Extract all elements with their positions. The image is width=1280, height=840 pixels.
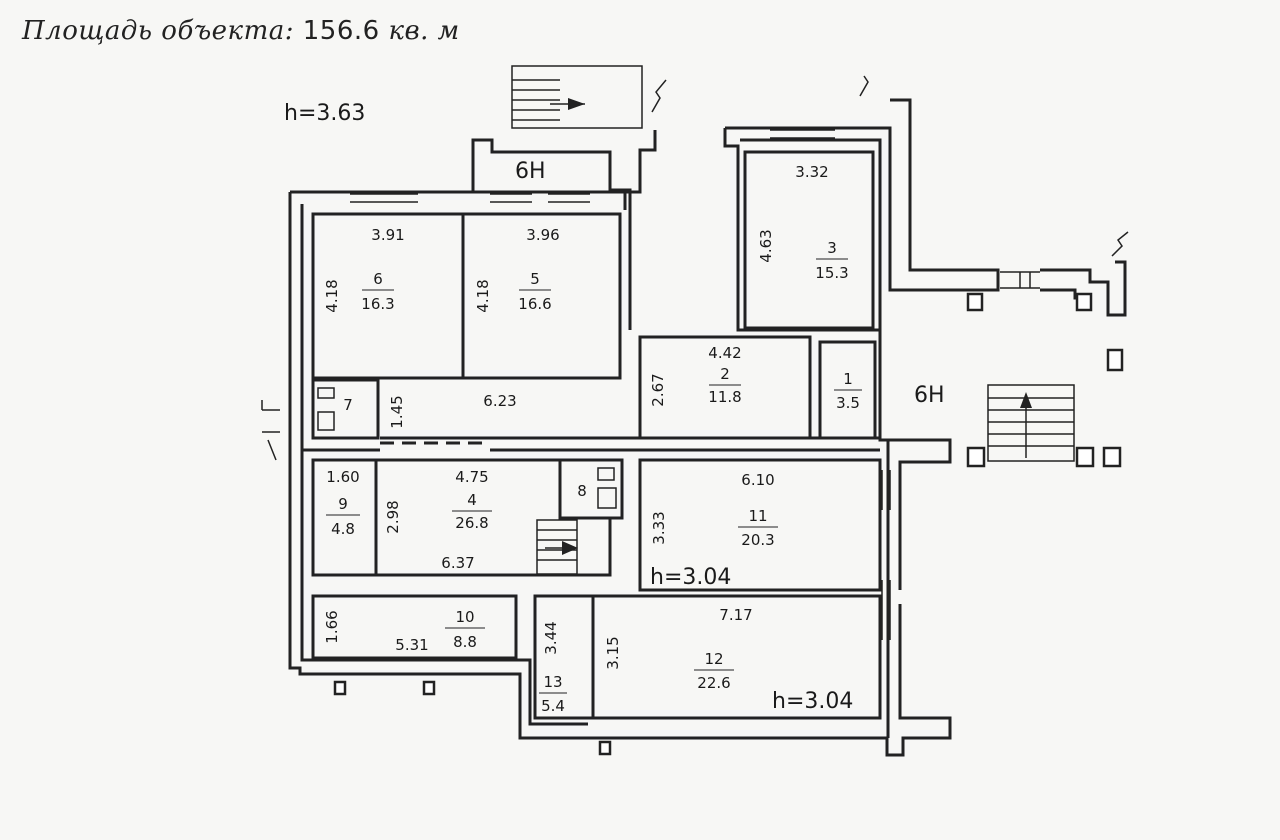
height-label-main: h=3.63 [284,101,365,126]
dim-room4-height: 2.98 [384,500,402,533]
outer-wall-inner-left [300,204,588,726]
dim-room13-height: 3.44 [542,621,560,654]
windows [350,129,1040,640]
left-entrance-marks [261,400,280,461]
room-11-box [638,458,882,592]
entrance-label-right: 6Н [914,383,945,408]
room-8-box [558,458,624,520]
room-4-number: 4 [467,491,477,509]
dim-room3-height: 4.63 [757,229,775,262]
room-3-area: 15.3 [815,264,848,282]
dim-room10-width: 5.31 [395,636,428,654]
stair-right-arrow-icon [1020,392,1032,408]
room-6-area: 16.3 [361,295,394,313]
room-1-number: 1 [843,370,853,388]
height-label-low: h=3.04 [772,689,853,714]
dim-room12-height: 3.15 [604,636,622,669]
room-9-area: 4.8 [331,520,355,538]
room-labels: 6 16.3 5 16.6 3 15.3 2 11.8 1 3.5 7 4 26… [326,239,862,715]
dim-room11-width: 6.10 [741,471,774,489]
column-8 [422,680,436,696]
room-10-box [311,594,518,660]
room-1-area: 3.5 [836,394,860,412]
dim-room4-width: 4.75 [455,468,488,486]
room-9-number: 9 [338,495,348,513]
column-9 [598,740,612,756]
dim-room12-width: 7.17 [719,606,752,624]
dim-corridor-width: 6.23 [483,392,516,410]
stair-top-arrow-icon [568,98,585,110]
dim-room5-width: 3.96 [526,226,559,244]
room-5-box [461,212,622,380]
column-6 [1102,446,1122,468]
dim-room5-height: 4.18 [474,279,492,312]
room-13-number: 13 [543,673,562,691]
room-12-number: 12 [704,650,723,668]
dim-room10-height: 1.66 [323,610,341,643]
column-4 [966,446,986,468]
room-2-area: 11.8 [708,388,741,406]
room-3-box [743,150,875,330]
entrance-label-top: 6Н [515,159,546,184]
room-4-area: 26.8 [455,514,488,532]
plan-header: Площадь объекта: 156.6 кв. м [22,16,460,46]
room-11-area: 20.3 [741,531,774,549]
dimension-labels: 3.91 3.96 3.32 4.63 4.18 4.18 4.42 2.67 … [323,163,829,670]
stair-top [511,65,643,129]
room-5-number: 5 [530,270,540,288]
column-2 [1075,292,1093,312]
dim-room4-bottom: 6.37 [441,554,474,572]
room-2-number: 2 [720,365,730,383]
sanitary-fixtures [317,387,617,509]
right-mid-walls [878,330,952,738]
dim-room6-height: 4.18 [323,279,341,312]
column-5 [1075,446,1095,468]
room-7-box [311,378,380,440]
dim-room7-height: 1.45 [388,395,406,428]
room-11-number: 11 [748,507,767,525]
windows-top [350,193,590,203]
column-7 [333,680,347,696]
room-3-number: 3 [827,239,837,257]
windows-right-wing [1000,271,1040,289]
room-7-number: 7 [343,396,353,414]
room-8-number: 8 [577,482,587,500]
room-10-number: 10 [455,608,474,626]
outer-wall-right-block [723,98,1000,332]
columns [333,292,1124,756]
room-1-box [818,340,877,440]
column-1 [966,292,984,312]
stair-top-walls [471,138,632,330]
dim-room2-height: 2.67 [649,373,667,406]
column-3 [1106,348,1124,372]
rooms [311,150,882,720]
room-5-area: 16.6 [518,295,551,313]
room-10-area: 8.8 [453,633,477,651]
dim-room2-width: 4.42 [708,344,741,362]
stair-internal-arrow-icon [562,541,578,555]
room-13-area: 5.4 [541,697,565,715]
plan-area-unit: кв. м [388,16,460,46]
height-label-mid: h=3.04 [650,565,731,590]
windows-right [881,470,891,640]
room-6-number: 6 [373,270,383,288]
windows-room-3 [770,129,835,139]
dim-room9-width: 1.60 [326,468,359,486]
room-12-area: 22.6 [697,674,730,692]
room-2-box [638,335,812,440]
dim-room3-width: 3.32 [795,163,828,181]
dim-room11-height: 3.33 [650,511,668,544]
plan-area-value: 156.6 [302,16,380,46]
break-marks [651,75,1129,257]
dim-room6-width: 3.91 [371,226,404,244]
plan-title: Площадь объекта: [22,16,294,46]
room-12-box [591,594,882,720]
stair-right [987,384,1075,462]
outer-wall-left-block [288,130,952,757]
